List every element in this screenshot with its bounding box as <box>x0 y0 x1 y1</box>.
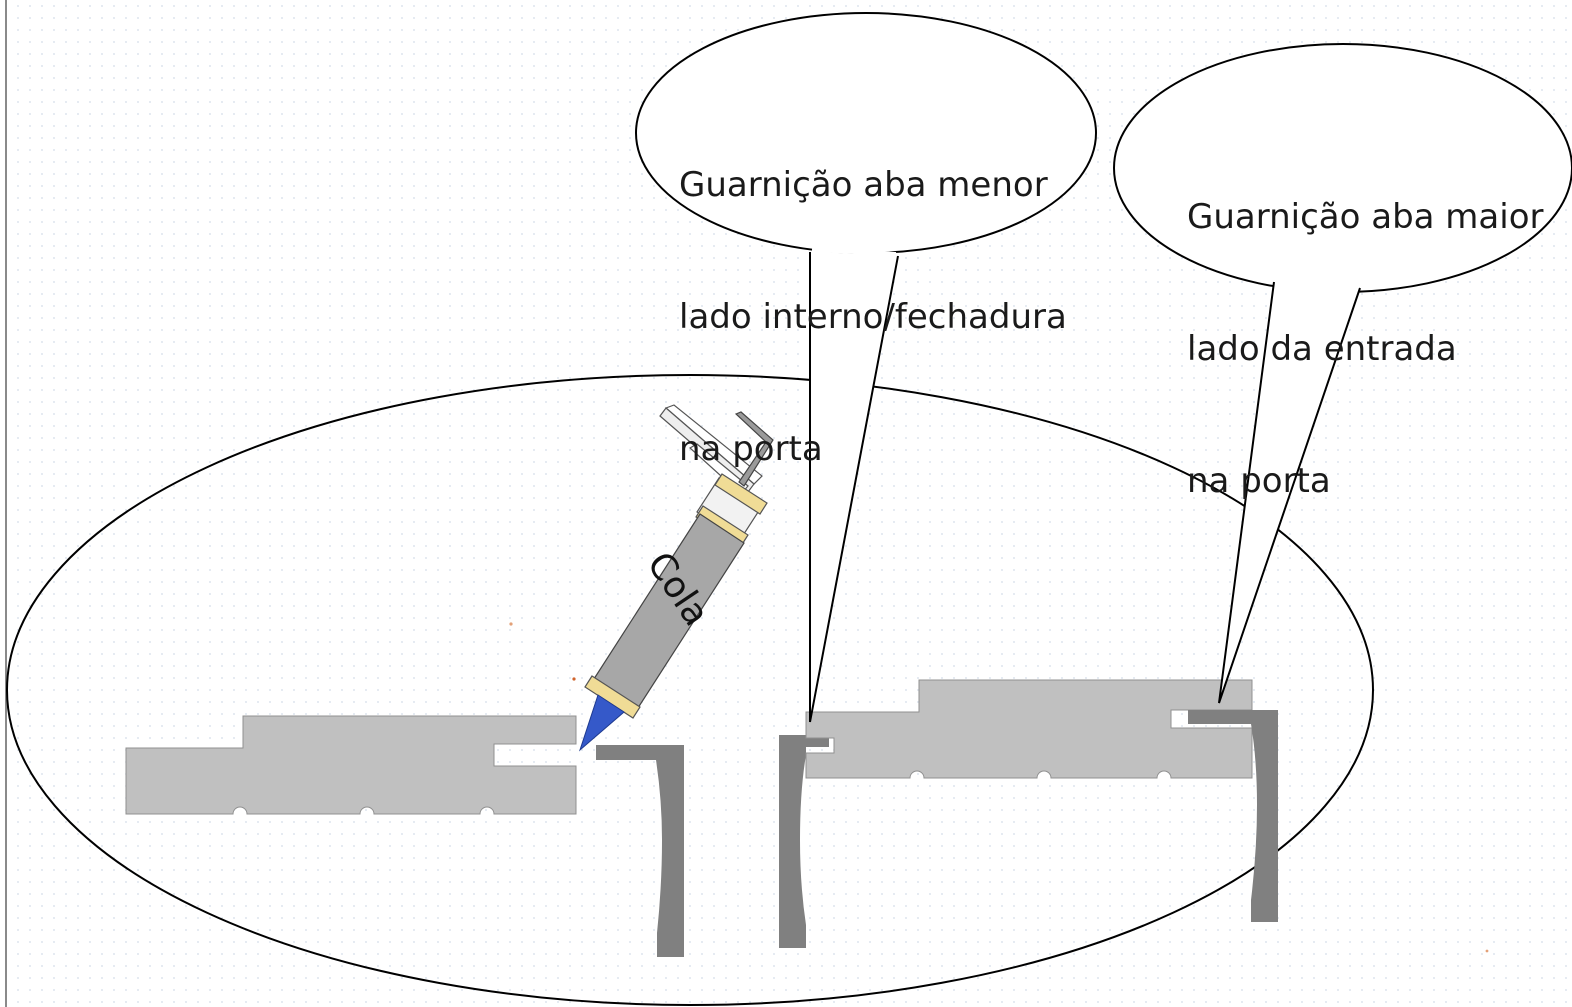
glue-gun <box>578 404 774 752</box>
callout-right-text: Guarnição aba maior lado da entrada na p… <box>1187 107 1544 547</box>
callout-left-text: Guarnição aba menor lado interno/fechadu… <box>679 75 1067 515</box>
callout-left-pointer <box>809 252 899 723</box>
callout-left-line: na porta <box>679 429 823 469</box>
left-border-rule <box>0 0 7 1007</box>
right-jamb-inner <box>779 735 829 948</box>
left-jamb <box>596 745 684 957</box>
callout-right-line: Guarnição aba maior <box>1187 197 1544 237</box>
speck <box>509 622 513 626</box>
callout-right-line: lado da entrada <box>1187 329 1457 369</box>
speck <box>572 677 576 681</box>
callout-right-line: na porta <box>1187 461 1331 501</box>
right-jamb-outer <box>1188 710 1278 922</box>
speck <box>1485 949 1489 953</box>
right-board <box>805 679 1253 779</box>
outer-ellipse <box>6 374 1374 1006</box>
callout-left-line: Guarnição aba menor <box>679 165 1048 205</box>
callout-right-pointer <box>1218 281 1361 704</box>
callout-left-line: lado interno/fechadura <box>679 297 1067 337</box>
left-board <box>125 715 577 815</box>
